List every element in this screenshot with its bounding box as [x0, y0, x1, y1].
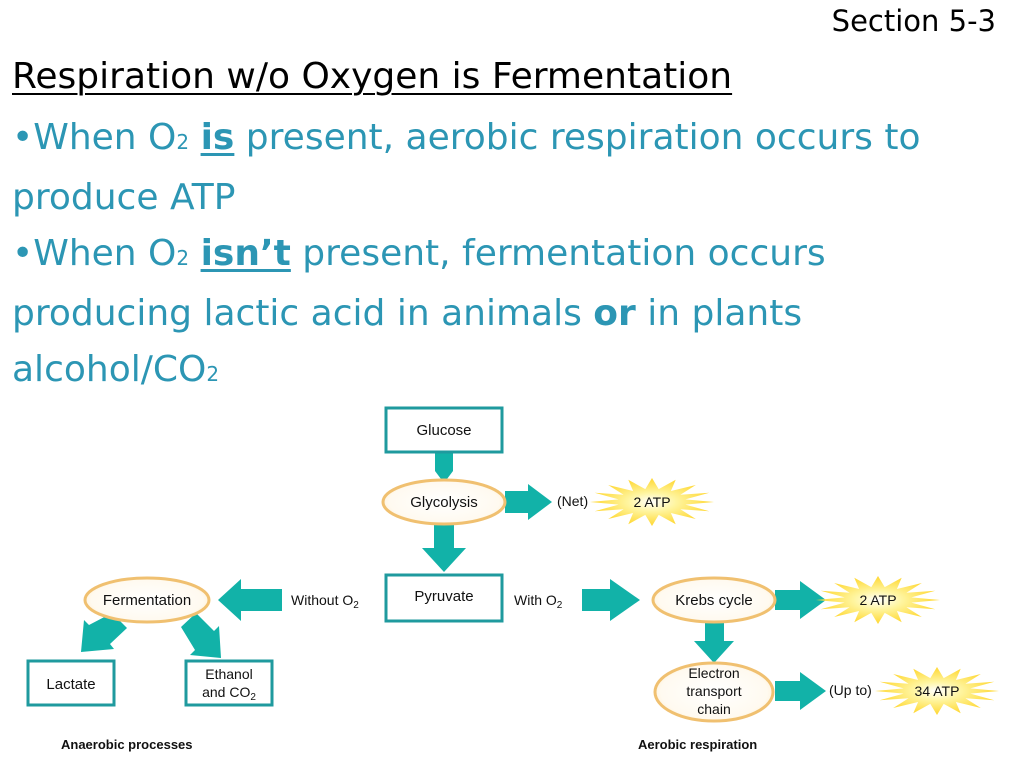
arrow-glycolysis-to-pyruvate	[422, 522, 466, 572]
arrow-pyruvate-to-krebs	[582, 579, 640, 621]
section-label: Section 5-3	[831, 4, 996, 38]
bullet-aerobic: •When O2 is present, aerobic respiration…	[12, 117, 921, 218]
anaerobic-caption: Anaerobic processes	[61, 737, 193, 752]
atp-etc-label: 34 ATP	[915, 683, 960, 699]
atp-starburst-etc	[875, 667, 999, 715]
bullet-fermentation: •When O2 isn’t present, fermentation occ…	[12, 233, 826, 390]
arrow-fermentation-to-ethanol	[181, 613, 221, 658]
arrow-glycolysis-to-net	[505, 484, 552, 520]
atp-krebs-label: 2 ATP	[859, 592, 896, 608]
arrow-glucose-to-glycolysis	[435, 452, 453, 483]
arrow-pyruvate-to-fermentation	[218, 579, 282, 621]
aerobic-caption: Aerobic respiration	[638, 737, 757, 752]
ethanol-label: Ethanol	[205, 666, 252, 682]
slide-title: Respiration w/o Oxygen is Fermentation	[12, 56, 733, 97]
etc-oval	[653, 661, 775, 723]
bullet-list: •When O2 is present, aerobic respiration…	[12, 110, 1012, 402]
krebs-oval	[651, 576, 777, 624]
arrow-krebs-to-etc	[694, 623, 734, 663]
glycolysis-oval	[381, 478, 507, 526]
emphasis-or: or	[593, 293, 636, 334]
net-label: (Net)	[557, 493, 588, 509]
ethanol-label-co2: and CO2	[202, 684, 256, 703]
respiration-diagram: Glucose Pyruvate Lactate Ethanol and CO2…	[26, 406, 999, 752]
bullet-marker: •	[12, 233, 34, 274]
etc-label-line3: chain	[697, 701, 730, 717]
atp-starburst-glycolysis	[590, 478, 714, 526]
emphasis-isnt: isn’t	[200, 233, 291, 274]
emphasis-is: is	[200, 117, 235, 158]
atp-glycolysis-label: 2 ATP	[633, 494, 670, 510]
etc-label-line1: Electron	[688, 665, 739, 681]
atp-starburst-krebs	[816, 576, 940, 624]
up-to-label: (Up to)	[829, 682, 872, 698]
arrow-krebs-to-atp	[775, 581, 826, 619]
lactate-label: Lactate	[46, 676, 95, 693]
bullet-marker: •	[12, 117, 34, 158]
with-o2-label: With O2	[514, 592, 563, 611]
etc-label-line2: transport	[686, 683, 741, 699]
glucose-box	[384, 406, 504, 454]
lactate-box	[26, 659, 116, 707]
glucose-label: Glucose	[416, 422, 471, 439]
pyruvate-label: Pyruvate	[414, 588, 473, 605]
arrows	[81, 452, 826, 710]
fermentation-label: Fermentation	[103, 592, 191, 609]
arrow-etc-to-atp	[775, 672, 826, 710]
glycolysis-label: Glycolysis	[410, 494, 478, 511]
fermentation-oval	[83, 576, 211, 624]
krebs-label: Krebs cycle	[675, 592, 753, 609]
ethanol-box	[184, 659, 274, 707]
without-o2-label: Without O2	[291, 592, 359, 611]
arrow-fermentation-to-lactate	[81, 613, 127, 652]
pyruvate-box	[384, 573, 504, 623]
